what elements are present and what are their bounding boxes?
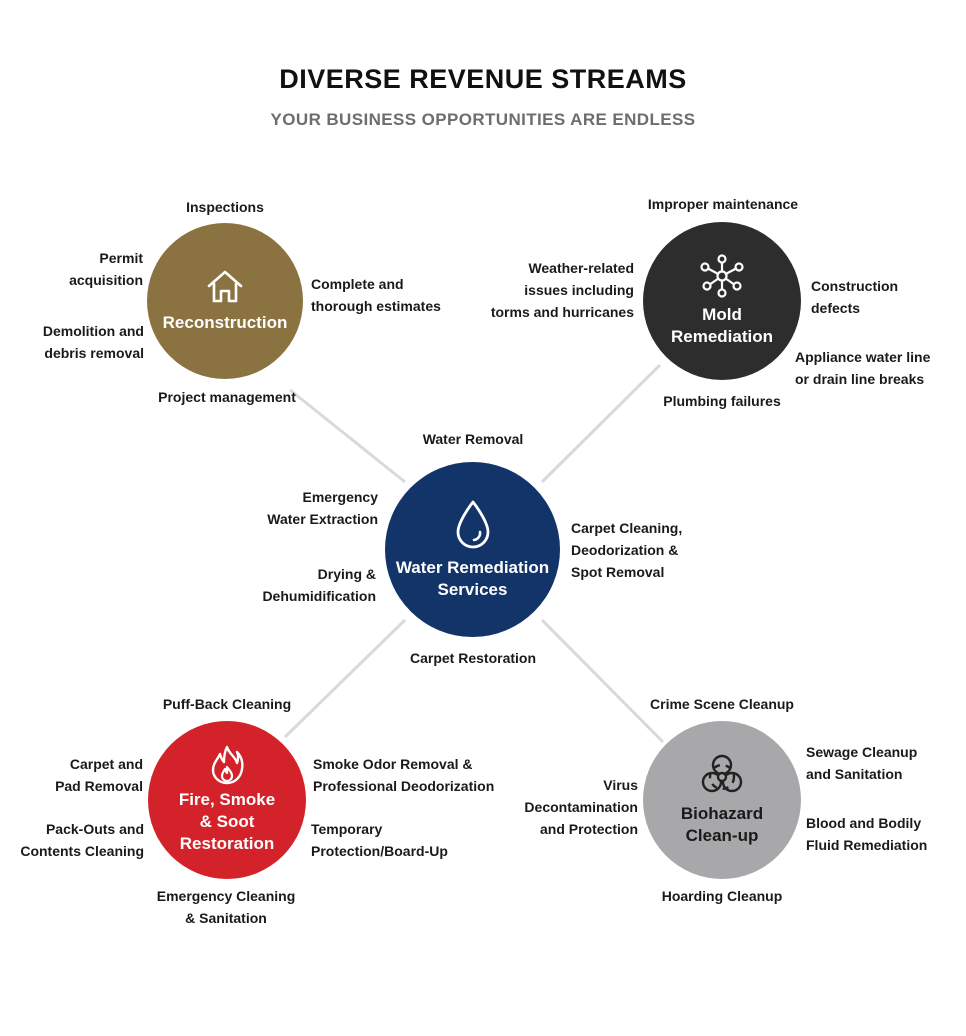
connector-mold	[540, 363, 662, 484]
label-crime-scene-cleanup: Crime Scene Cleanup	[650, 696, 794, 712]
label-puff-back-cleaning: Puff-Back Cleaning	[162, 696, 292, 712]
hub-biohazard: Biohazard Clean-up	[643, 721, 801, 879]
label-drying-dehumidification: Drying & Dehumidification	[262, 566, 376, 604]
connector-fire	[283, 618, 407, 739]
label-complete-estimates: Complete and thorough estimates	[311, 276, 441, 314]
label-plumbing-failures: Plumbing failures	[663, 393, 781, 409]
network-icon	[700, 254, 744, 298]
label-inspections: Inspections	[186, 199, 264, 215]
label-improper-maintenance: Improper maintenance	[647, 196, 799, 212]
hub-reconstruction: Reconstruction	[147, 223, 303, 379]
label-smoke-odor-removal: Smoke Odor Removal & Professional Deodor…	[313, 756, 495, 794]
biohazard-icon	[701, 754, 743, 793]
page-title: DIVERSE REVENUE STREAMS	[279, 64, 687, 94]
label-blood-bodily-fluid: Blood and Bodily Fluid Remediation	[806, 815, 928, 853]
label-appliance-water-line: Appliance water line or drain line break…	[795, 349, 931, 387]
connector-reconstruction	[289, 388, 406, 484]
label-water-removal: Water Removal	[422, 431, 524, 447]
connector-biohazard	[540, 618, 665, 744]
label-weather-related: Weather-related issues including torms a…	[490, 260, 634, 320]
label-emergency-cleaning: Emergency Cleaning & Sanitation	[156, 888, 296, 926]
label-construction-defects: Construction defects	[811, 278, 899, 316]
label-virus-decontamination: Virus Decontamination and Protection	[524, 777, 638, 837]
page-subtitle: YOUR BUSINESS OPPORTUNITIES ARE ENDLESS	[270, 110, 696, 129]
label-temporary-protection: Temporary Protection/Board-Up	[311, 821, 448, 859]
label-emergency-water-extraction: Emergency Water Extraction	[267, 489, 378, 527]
label-pack-outs: Pack-Outs and Contents Cleaning	[20, 821, 144, 859]
water-drop-icon	[456, 500, 489, 548]
label-demolition-debris: Demolition and debris removal	[42, 323, 144, 361]
label-project-management: Project management	[158, 389, 296, 405]
hub-biohazard-title: Biohazard Clean-up	[680, 804, 764, 845]
house-icon	[207, 270, 243, 303]
label-hoarding-cleanup: Hoarding Cleanup	[661, 888, 783, 904]
hub-water-remediation: Water Remediation Services	[385, 462, 560, 637]
label-carpet-restoration: Carpet Restoration	[409, 650, 537, 666]
hub-mold-title: Mold Remediation	[670, 305, 774, 346]
label-permit-acquisition: Permit acquisition	[69, 250, 143, 288]
hub-fire-title: Fire, Smoke & Soot Restoration	[178, 790, 276, 853]
hub-water-title: Water Remediation Services	[395, 557, 550, 599]
label-carpet-cleaning: Carpet Cleaning, Deodorization & Spot Re…	[571, 520, 683, 580]
label-sewage-cleanup: Sewage Cleanup and Sanitation	[806, 744, 918, 782]
flame-icon	[211, 745, 244, 785]
label-carpet-pad-removal: Carpet and Pad Removal	[55, 756, 143, 794]
hub-fire-smoke-soot: Fire, Smoke & Soot Restoration	[148, 721, 306, 879]
hub-mold-remediation: Mold Remediation	[643, 222, 801, 380]
hub-reconstruction-title: Reconstruction	[162, 313, 288, 332]
